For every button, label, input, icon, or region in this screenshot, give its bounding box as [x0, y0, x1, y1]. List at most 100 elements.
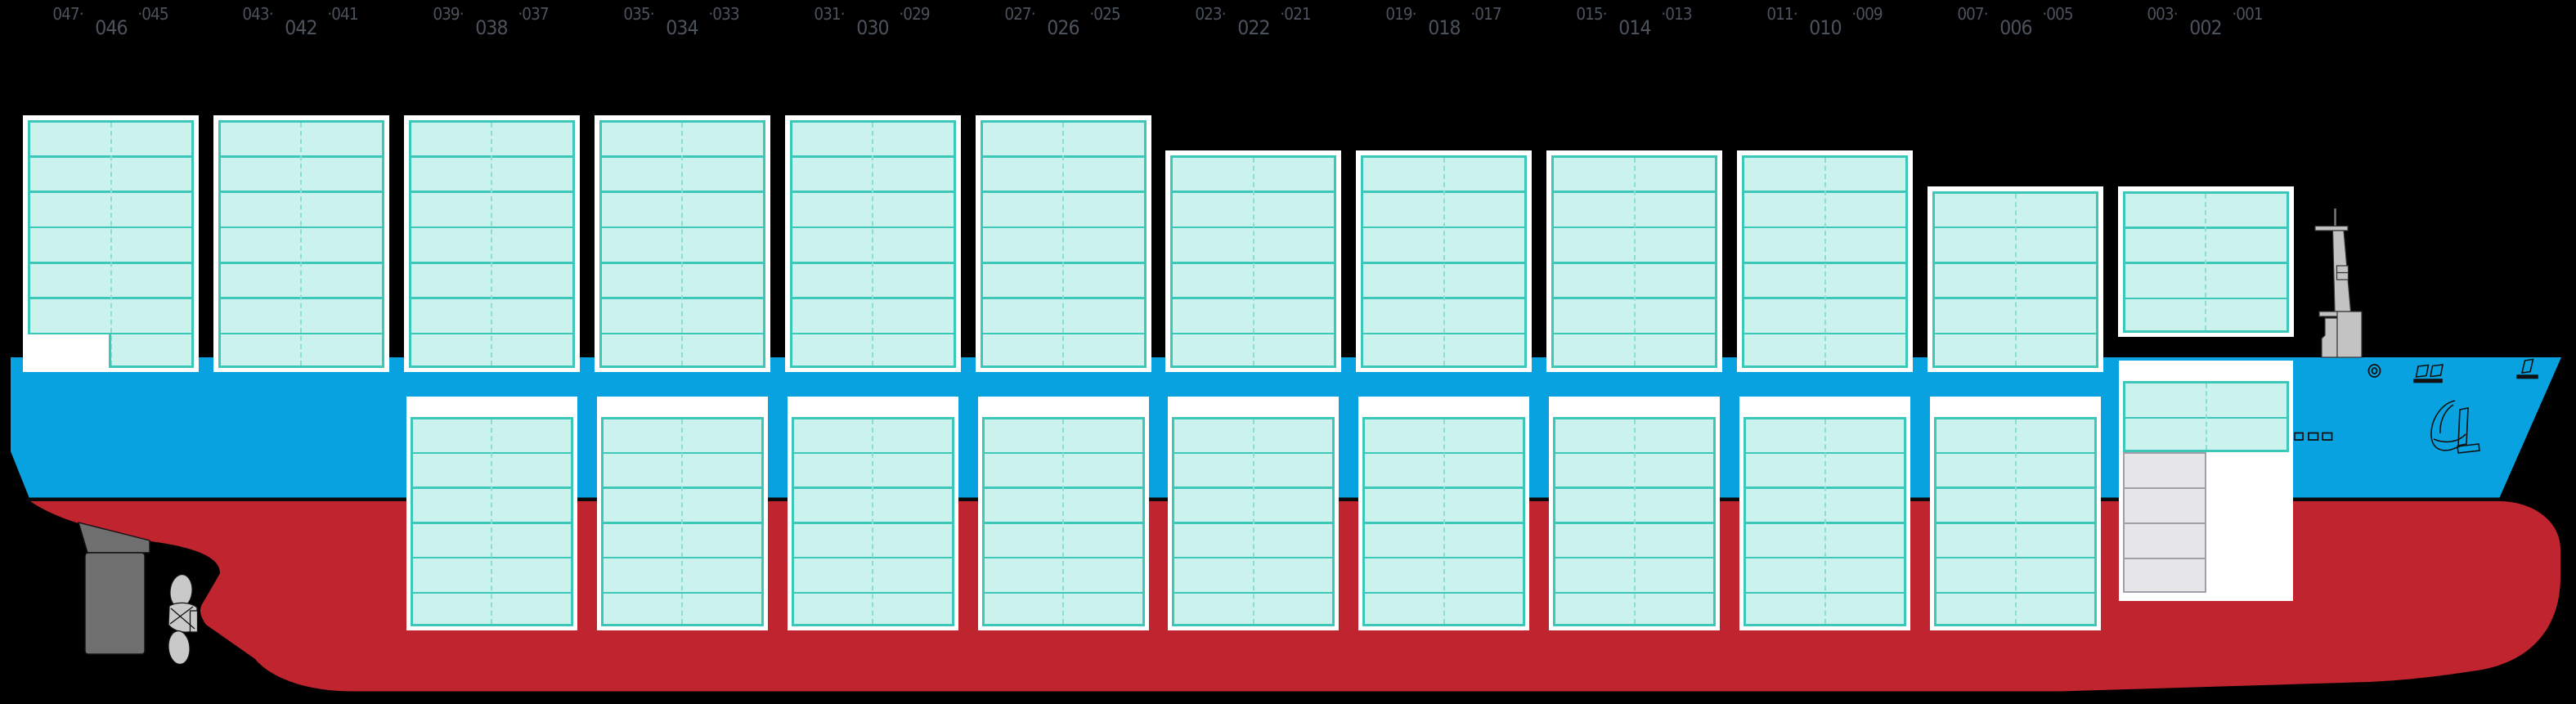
- bay-042-fore-label: ·041: [327, 4, 359, 24]
- bay-002-above-deck-containers[interactable]: [2122, 191, 2289, 333]
- bay-022-above-deck-stack: [1165, 150, 1342, 372]
- twenty-foot-divider-line: [681, 419, 684, 625]
- bay-018-above-deck-stack: [1356, 150, 1533, 372]
- bay-030-label: 030: [856, 16, 889, 39]
- bay-034-above-deck-containers[interactable]: [599, 119, 765, 368]
- bay-002-hold-containers[interactable]: [2123, 381, 2289, 452]
- bay-046-aft-label: 047·: [52, 4, 83, 24]
- bay-014-aft-label: 015·: [1576, 4, 1607, 24]
- bay-026-aft-label: 027·: [1004, 4, 1035, 24]
- bay-042-label: 042: [285, 16, 318, 39]
- bay-022-above-deck-containers[interactable]: [1170, 155, 1337, 368]
- bay-014-above-deck-containers[interactable]: [1551, 155, 1718, 368]
- twenty-foot-divider-line: [1062, 419, 1064, 625]
- bay-014-hold-stack: [1549, 396, 1721, 630]
- bridge-windows-icon: [2413, 364, 2444, 383]
- bay-034-above-deck-stack: [594, 114, 770, 372]
- bay-018-fore-label: ·017: [1470, 4, 1501, 24]
- twenty-foot-divider-line: [872, 419, 874, 625]
- tank-divider-line: [2125, 558, 2205, 559]
- bay-002-aft-label: 003·: [2147, 4, 2179, 24]
- fairlead-circle-icon: [2367, 364, 2381, 378]
- twenty-foot-divider-line: [1443, 419, 1445, 625]
- bay-010-fore-label: ·009: [1851, 4, 1883, 24]
- bay-022-fore-label: ·021: [1280, 4, 1311, 24]
- bay-022-label: 022: [1237, 16, 1270, 39]
- hatch-squares-icon: [2294, 432, 2333, 441]
- bay-038-label: 038: [475, 16, 509, 39]
- twenty-foot-divider-line: [2205, 383, 2207, 450]
- bay-002-tank-cells[interactable]: [2123, 452, 2206, 593]
- anchor-icon: [2430, 400, 2480, 454]
- twenty-foot-divider-line: [1252, 419, 1254, 625]
- tank-divider-line: [2125, 522, 2205, 524]
- twenty-foot-divider-line: [1824, 158, 1826, 365]
- bay-010-above-deck-stack: [1737, 150, 1914, 372]
- bay-038-above-deck-stack: [403, 114, 580, 372]
- bay-014-fore-label: ·013: [1661, 4, 1692, 24]
- bay-038-hold-stack: [406, 396, 577, 630]
- bay-038-hold-containers[interactable]: [410, 416, 573, 627]
- bay-006-hold-stack: [1930, 396, 2101, 630]
- twenty-foot-divider-line: [300, 122, 303, 365]
- bay-010-aft-label: 011·: [1766, 4, 1797, 24]
- bay-010-label: 010: [1808, 16, 1842, 39]
- bay-046-above-deck-stack: [23, 114, 199, 372]
- twenty-foot-divider-line: [1443, 158, 1445, 365]
- bay-018-hold-containers[interactable]: [1362, 416, 1526, 627]
- twenty-foot-divider-line: [1252, 158, 1254, 365]
- twenty-foot-divider-line: [872, 122, 874, 365]
- bay-034-hold-containers[interactable]: [600, 416, 764, 627]
- bay-010-above-deck-containers[interactable]: [1742, 155, 1909, 368]
- bay-002-above-deck-stack: [2117, 186, 2294, 337]
- bay-034-label: 034: [666, 16, 698, 39]
- bay-026-hold-stack: [977, 396, 1149, 630]
- bay-034-hold-stack: [596, 396, 768, 630]
- bay-006-above-deck-stack: [1928, 186, 2103, 372]
- bay-034-aft-label: 035·: [623, 4, 655, 24]
- bay-038-above-deck-containers[interactable]: [408, 119, 575, 368]
- bay-006-above-deck-containers[interactable]: [1932, 191, 2098, 368]
- bay-030-aft-label: 031·: [814, 4, 845, 24]
- foremast: [2314, 209, 2363, 358]
- twenty-foot-divider-line: [2014, 193, 2017, 365]
- bay-018-above-deck-containers[interactable]: [1361, 155, 1528, 368]
- bay-046-label: 046: [94, 16, 128, 39]
- tank-divider-line: [2125, 487, 2205, 489]
- twenty-foot-divider-line: [1633, 419, 1636, 625]
- twenty-foot-divider-line: [1824, 419, 1826, 625]
- bay-002-fore-label: ·001: [2232, 4, 2264, 24]
- bay-014-above-deck-stack: [1546, 150, 1723, 372]
- bay-022-hold-containers[interactable]: [1172, 416, 1335, 627]
- bay-042-above-deck-stack: [213, 114, 389, 372]
- twenty-foot-divider-line: [2014, 419, 2017, 625]
- bay-026-above-deck-stack: [975, 114, 1151, 372]
- bay-006-label: 006: [1999, 16, 2032, 39]
- bay-046-above-deck-containers[interactable]: [28, 119, 194, 368]
- bay-006-hold-containers[interactable]: [1934, 416, 2097, 627]
- rudder: [77, 522, 150, 655]
- bay-030-hold-containers[interactable]: [791, 416, 954, 627]
- bay-030-above-deck-containers[interactable]: [789, 119, 956, 368]
- bay-026-above-deck-containers[interactable]: [980, 119, 1147, 368]
- bay-014-hold-containers[interactable]: [1553, 416, 1717, 627]
- bay-030-fore-label: ·029: [899, 4, 930, 24]
- bay-006-fore-label: ·005: [2041, 4, 2073, 24]
- bay-018-hold-stack: [1358, 396, 1530, 630]
- bay-026-fore-label: ·025: [1089, 4, 1120, 24]
- twenty-foot-divider-line: [681, 122, 684, 365]
- bay-006-aft-label: 007·: [1956, 4, 1988, 24]
- bay-018-label: 018: [1428, 16, 1461, 39]
- empty-slot: [28, 334, 111, 368]
- bay-010-hold-containers[interactable]: [1744, 416, 1907, 627]
- bay-002-hold-stack: [2119, 361, 2293, 601]
- twenty-foot-divider-line: [491, 419, 493, 625]
- twenty-foot-divider-line: [110, 122, 112, 365]
- bay-038-fore-label: ·037: [518, 4, 550, 24]
- bay-042-aft-label: 043·: [242, 4, 274, 24]
- bay-026-hold-containers[interactable]: [981, 416, 1145, 627]
- bay-030-hold-stack: [787, 396, 958, 630]
- bay-030-above-deck-stack: [784, 114, 961, 372]
- bay-042-above-deck-containers[interactable]: [218, 119, 384, 368]
